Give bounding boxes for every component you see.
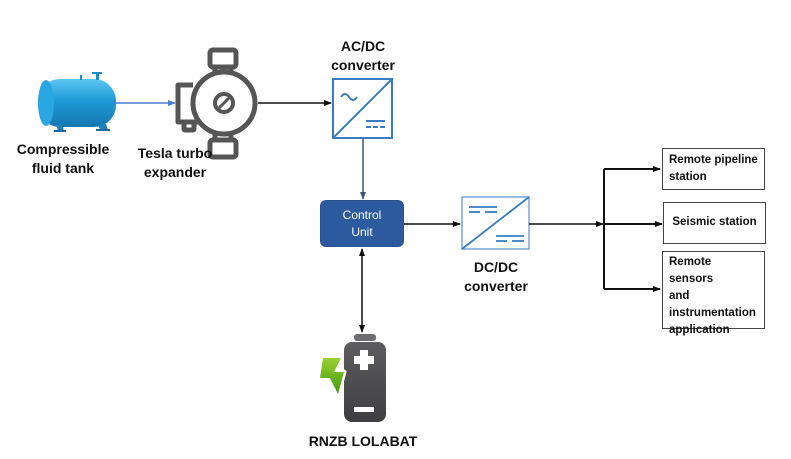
acdc-label-line2: converter xyxy=(331,57,395,73)
pressure-tank-icon xyxy=(38,72,116,132)
acdc-label: AC/DC converter xyxy=(322,37,404,75)
acdc-label-line1: AC/DC xyxy=(340,38,386,54)
tank-label-line1: Compressible xyxy=(16,141,110,157)
turbo-label-line1: Tesla turbo xyxy=(137,145,213,161)
output-line: station xyxy=(669,171,707,183)
output-seismic-station: Seismic station xyxy=(663,202,766,244)
control-label-line2: Unit xyxy=(351,224,373,239)
dc-dc-converter-icon xyxy=(461,196,530,250)
dcdc-label-line2: converter xyxy=(464,278,528,294)
tank-label: Compressible fluid tank xyxy=(8,140,118,178)
dcdc-label: DC/DC converter xyxy=(454,258,538,296)
output-remote-sensors: Remote sensors and instrumentation appli… xyxy=(662,251,765,336)
control-unit-block: Control Unit xyxy=(320,200,404,247)
output-line: application xyxy=(669,324,730,336)
output-remote-pipeline-station: Remote pipeline station xyxy=(662,148,765,190)
battery-label-text: RNZB LOLABAT xyxy=(308,433,418,449)
output-line: Remote pipeline xyxy=(669,154,758,166)
dcdc-label-line1: DC/DC xyxy=(473,259,519,275)
ac-dc-converter-icon xyxy=(332,78,393,139)
turbo-label: Tesla turbo expander xyxy=(128,144,222,182)
turbo-label-line2: expander xyxy=(143,164,207,180)
battery-charging-icon xyxy=(317,334,386,422)
control-label-line1: Control xyxy=(342,207,382,222)
turbo-expander-icon xyxy=(175,47,258,160)
output-line: Remote sensors xyxy=(669,256,714,285)
tank-label-line2: fluid tank xyxy=(31,160,95,176)
output-line: and xyxy=(669,290,690,302)
battery-label: RNZB LOLABAT xyxy=(300,432,426,451)
output-line: Seismic station xyxy=(672,216,757,228)
output-line: instrumentation xyxy=(669,307,756,319)
